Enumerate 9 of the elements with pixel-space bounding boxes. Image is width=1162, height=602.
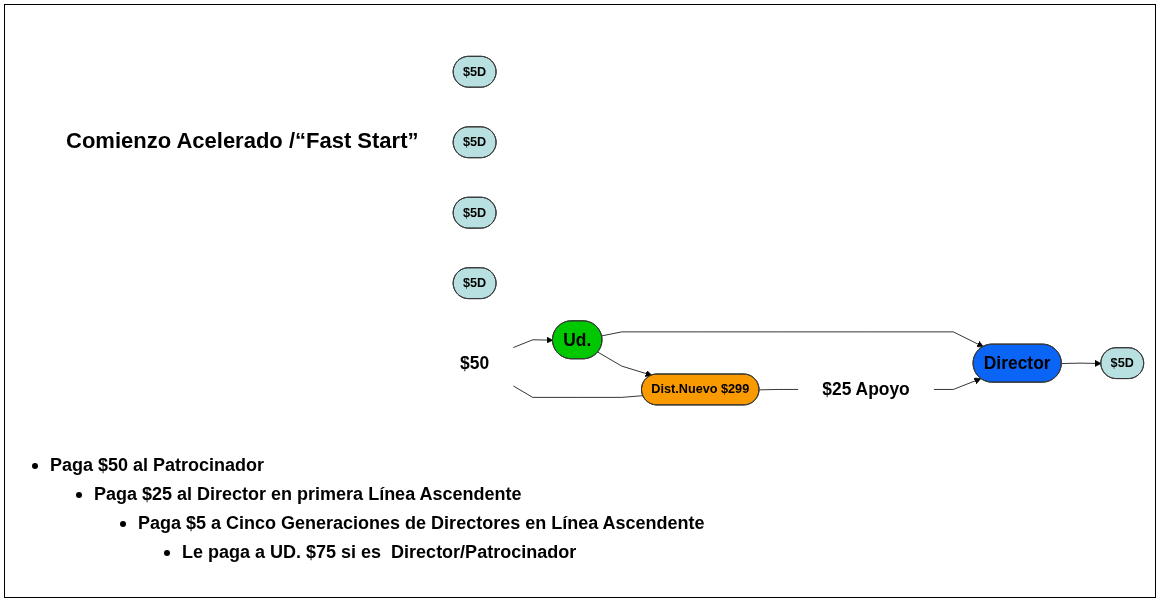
title: Comienzo Acelerado /“Fast Start” <box>66 128 419 154</box>
bullet-item: Paga $5 a Cinco Generaciones de Directores en Línea Ascendente <box>138 513 705 534</box>
node-text: $50 <box>460 352 490 373</box>
bullet-item: Le paga a UD. $75 si es Director/Patrocinador <box>182 542 577 563</box>
connector <box>758 388 799 390</box>
node-text: $25 Apoyo <box>822 379 910 399</box>
bullet-item: Paga $50 al Patrocinador <box>50 455 265 476</box>
connector <box>512 384 644 398</box>
bullet-item: Paga $25 al Director en primera Línea Ascendente <box>94 484 522 505</box>
